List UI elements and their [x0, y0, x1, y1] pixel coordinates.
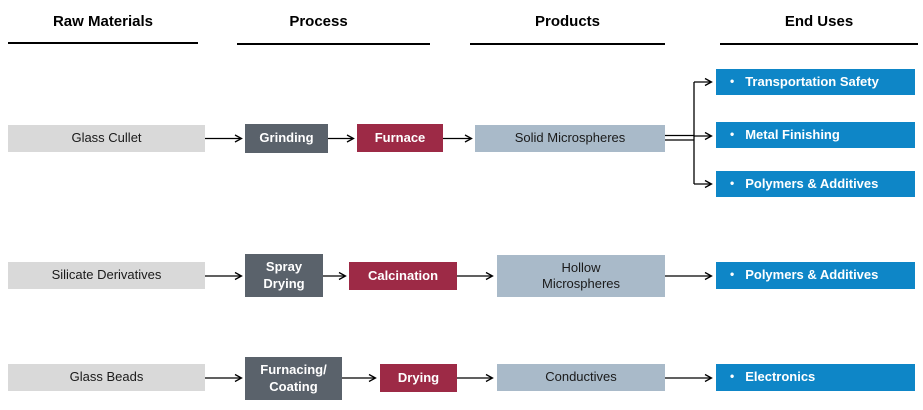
process-box-calcination: Calcination: [349, 262, 457, 290]
bullet-icon: •: [730, 369, 735, 383]
header-underline: [470, 43, 665, 45]
end-use-label: Metal Finishing: [745, 126, 840, 142]
end-use-label: Polymers & Additives: [745, 175, 879, 191]
process-box-drying: Drying: [380, 364, 457, 392]
bullet-icon: •: [730, 126, 735, 141]
end-use-label: Electronics: [745, 369, 816, 385]
process-box-furnacing-coating: Furnacing/ Coating: [245, 357, 342, 400]
end-use-box-metal-finishing: • Metal Finishing: [716, 122, 915, 148]
column-header-process: Process: [289, 13, 348, 30]
header-underline: [8, 42, 198, 44]
product-box-conductives: Conductives: [497, 364, 665, 391]
raw-material-box-silicate-derivatives: Silicate Derivatives: [8, 262, 205, 289]
raw-material-box-glass-beads: Glass Beads: [8, 364, 205, 391]
end-use-box-electronics: • Electronics: [716, 364, 915, 391]
bullet-icon: •: [730, 175, 735, 190]
process-box-spray-drying: Spray Drying: [245, 254, 323, 297]
header-underline: [720, 43, 918, 45]
end-use-box-transportation-safety: • Transportation Safety: [716, 69, 915, 95]
product-box-hollow-microspheres: Hollow Microspheres: [497, 255, 665, 297]
raw-material-box-glass-cullet: Glass Cullet: [8, 125, 205, 152]
end-use-box-polymers-additives-row1: • Polymers & Additives: [716, 171, 915, 197]
end-use-label: Transportation Safety: [745, 73, 879, 89]
process-box-grinding: Grinding: [245, 124, 328, 153]
bullet-icon: •: [730, 73, 735, 88]
end-use-label: Polymers & Additives: [745, 267, 879, 283]
bullet-icon: •: [730, 267, 735, 281]
header-underline: [237, 43, 430, 45]
end-use-box-polymers-additives-row2: • Polymers & Additives: [716, 262, 915, 289]
column-header-raw-materials: Raw Materials: [52, 13, 154, 30]
column-header-products: Products: [534, 13, 600, 30]
column-header-end-uses: End Uses: [784, 13, 854, 30]
process-box-furnace: Furnace: [357, 124, 443, 152]
product-box-solid-microspheres: Solid Microspheres: [475, 125, 665, 152]
